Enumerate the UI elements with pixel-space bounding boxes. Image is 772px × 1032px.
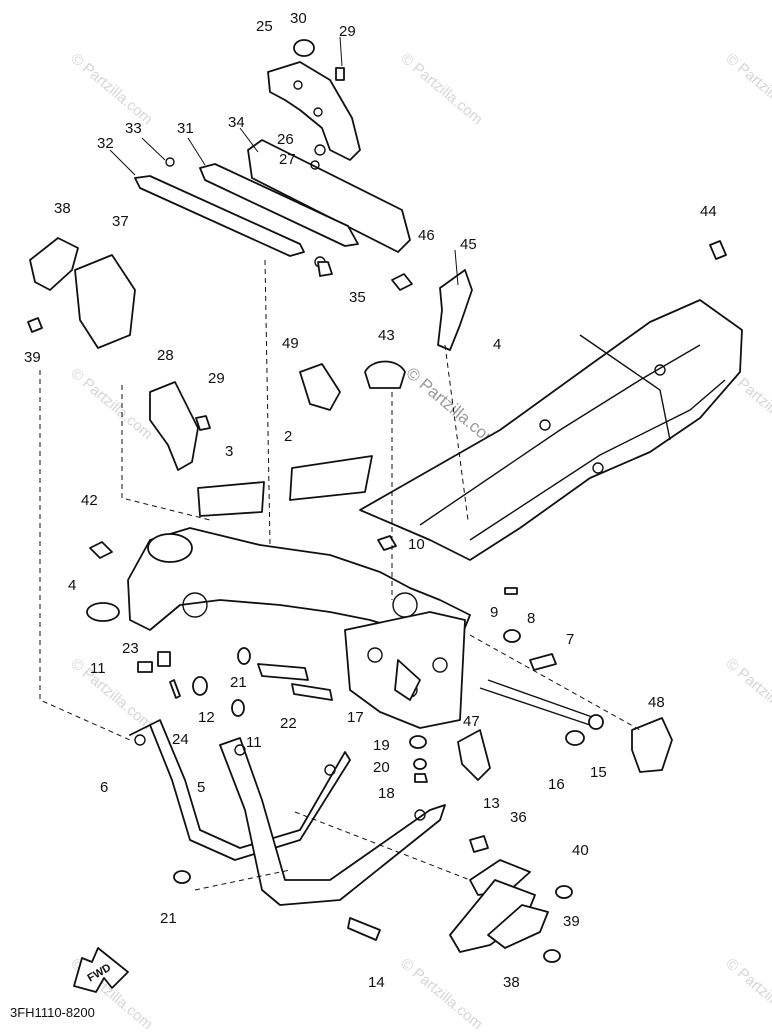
callout-21: 21 [230,674,247,691]
callout-39: 39 [24,349,41,366]
callout-11: 11 [246,734,262,751]
callout-37: 37 [112,213,129,230]
rear-subframe-4 [359,299,743,561]
callout-26: 26 [277,131,294,148]
callout-44: 44 [700,203,717,220]
callout-11: 11 [90,660,106,677]
callout-17: 17 [347,709,364,726]
callout-33: 33 [125,120,142,137]
callout-22: 22 [280,715,297,732]
callout-3: 3 [225,443,233,460]
callout-4: 4 [493,336,501,353]
callout-39: 39 [563,913,580,930]
footrest-brackets-36-38 [449,859,573,963]
callout-16: 16 [548,776,565,793]
callout-9: 9 [490,604,498,621]
hardware-parts [137,535,673,783]
top-bracket-25 [267,36,361,161]
diagram-code: 3FH1110-8200 [10,1005,95,1020]
callout-labels: 25 30 29 34 33 31 32 26 27 38 37 46 45 4… [24,10,717,991]
callout-4: 4 [68,577,76,594]
engine-mounts-5-6 [129,719,489,941]
callout-10: 10 [408,536,425,553]
callout-43: 43 [378,327,395,344]
callout-38: 38 [54,200,71,217]
callout-15: 15 [590,764,607,781]
bracket-28 [149,381,211,471]
callout-21: 21 [160,910,177,927]
callout-48: 48 [648,694,665,711]
callout-23: 23 [122,640,139,657]
callout-13: 13 [483,795,500,812]
callout-2: 2 [284,428,292,445]
seat-rail-panels [134,139,411,268]
callout-34: 34 [228,114,245,131]
callout-14: 14 [368,974,385,991]
callout-32: 32 [97,135,114,152]
watermark-text: © Partzilla.com [67,365,155,443]
callout-6: 6 [100,779,108,796]
callout-25: 25 [256,18,273,35]
callout-46: 46 [418,227,435,244]
callout-29: 29 [339,23,356,40]
fwd-arrow-icon: FWD [73,947,129,993]
watermark-text: © Partzilla.com [397,955,485,1032]
callout-18: 18 [378,785,395,802]
callout-35: 35 [349,289,366,306]
callout-28: 28 [157,347,174,364]
callout-20: 20 [373,759,390,776]
callout-12: 12 [198,709,215,726]
callout-36: 36 [510,809,527,826]
callout-29: 29 [208,370,225,387]
watermark-text: © Partzilla.com [397,50,485,128]
callout-5: 5 [197,779,205,796]
callout-45: 45 [460,236,477,253]
callout-7: 7 [566,631,574,648]
callout-47: 47 [463,713,480,730]
watermark-text: © Partzilla.com [67,50,155,128]
callout-42: 42 [81,492,98,509]
watermark-text: © Partzilla.com [722,50,772,128]
callout-31: 31 [177,120,194,137]
right-small-parts [317,240,727,389]
callout-19: 19 [373,737,390,754]
callout-27: 27 [279,151,296,168]
watermark-text: © Partzilla.com [722,655,772,733]
callout-49: 49 [282,335,299,352]
callout-40: 40 [572,842,589,859]
main-frame-1 [86,527,471,729]
callout-8: 8 [527,610,535,627]
labels-2-3-49 [197,363,373,517]
watermark-text: © Partzilla.com [722,955,772,1032]
callout-24: 24 [172,731,189,748]
callout-38: 38 [503,974,520,991]
callout-30: 30 [290,10,307,27]
left-brackets-37-38 [27,237,136,349]
reference-lines [39,127,641,891]
